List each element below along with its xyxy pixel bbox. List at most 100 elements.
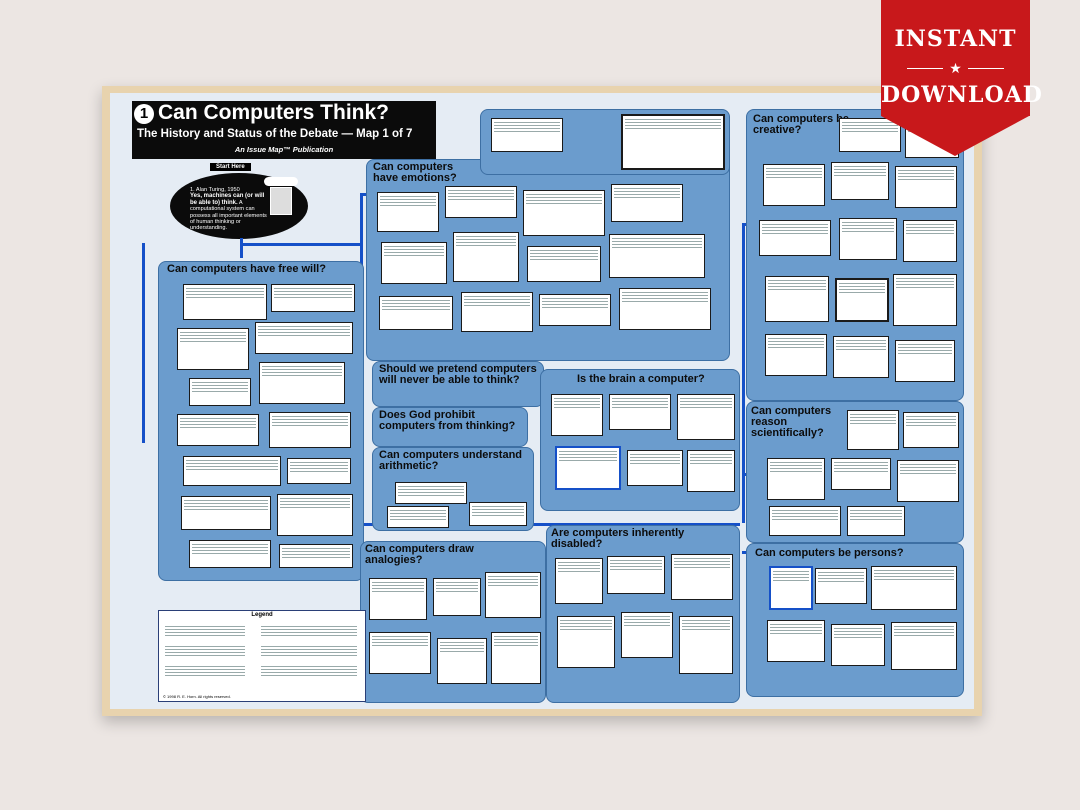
question-god: Does God prohibit computers from thinkin… <box>379 410 529 432</box>
question-persons: Can computers be persons? <box>755 548 904 559</box>
argument-box <box>831 458 891 490</box>
argument-box <box>259 362 345 404</box>
argument-box <box>767 458 825 500</box>
legend-item <box>259 643 359 657</box>
claim-bold: Yes, machines can (or will be able to) t… <box>190 193 264 205</box>
argument-box <box>903 220 957 262</box>
argument-box <box>177 328 249 370</box>
poster-frame: 1 Can Computers Think? The History and S… <box>102 86 982 716</box>
argument-box <box>539 294 611 326</box>
argument-box <box>287 458 351 484</box>
badge-divider <box>968 68 1004 69</box>
argument-box <box>759 220 831 256</box>
badge-ribbon-tail <box>881 116 1029 156</box>
legend-item <box>259 623 359 637</box>
question-disabled: Are computers inherently disabled? <box>551 528 691 550</box>
argument-box <box>611 184 683 222</box>
panel-top-table <box>480 109 730 175</box>
question-brain: Is the brain a computer? <box>577 374 705 385</box>
argument-box <box>277 494 353 536</box>
argument-box <box>279 544 353 568</box>
argument-box <box>839 218 897 260</box>
argument-box <box>369 578 427 620</box>
argument-box <box>687 450 735 492</box>
copyright: © 1998 R. E. Horn. All rights reserved. <box>163 694 231 699</box>
star-icon: ★ <box>881 60 1030 77</box>
poster-header: 1 Can Computers Think? The History and S… <box>132 101 436 159</box>
argument-box <box>183 456 281 486</box>
argument-box <box>895 166 957 208</box>
argument-box <box>381 242 447 284</box>
badge-line2: DOWNLOAD <box>881 82 1030 108</box>
argument-box <box>903 412 959 448</box>
argument-box <box>847 410 899 450</box>
argument-box <box>491 632 541 684</box>
argument-box <box>395 482 467 504</box>
panel-arithmetic: Can computers understand arithmetic? <box>372 447 534 531</box>
argument-box <box>765 276 829 322</box>
question-pretend: Should we pretend computers will never b… <box>379 364 539 386</box>
argument-box <box>177 414 259 446</box>
legend-title: Legend <box>159 612 365 618</box>
panel-free-will: Can computers have free will? <box>158 261 364 581</box>
argument-box <box>183 284 267 320</box>
argument-box <box>523 190 605 236</box>
arrow-start-down <box>240 238 243 258</box>
argument-box <box>833 336 889 378</box>
argument-box <box>485 572 541 618</box>
argument-box <box>269 412 351 448</box>
argument-box <box>897 460 959 502</box>
argument-box <box>627 450 683 486</box>
data-table <box>621 114 725 170</box>
argument-box <box>765 334 827 376</box>
argument-box <box>619 288 711 330</box>
poster-subtitle: The History and Status of the Debate — M… <box>137 128 412 140</box>
argument-box <box>433 578 481 616</box>
panel-god: Does God prohibit computers from thinkin… <box>372 407 528 447</box>
argument-box <box>255 322 353 354</box>
argument-box <box>895 340 955 382</box>
argument-box <box>189 378 251 406</box>
legend-item <box>163 623 247 637</box>
panel-disabled: Are computers inherently disabled? <box>546 525 740 703</box>
argument-box <box>767 620 825 662</box>
argument-box <box>555 558 603 604</box>
argument-box <box>461 292 533 332</box>
argument-box <box>891 622 957 670</box>
argument-box <box>609 394 671 430</box>
argument-box <box>831 162 889 200</box>
argument-box <box>835 278 889 322</box>
argument-box <box>437 638 487 684</box>
question-free-will: Can computers have free will? <box>167 264 326 275</box>
argument-box <box>769 566 813 610</box>
legend: Legend © 1998 R. E. Horn. All rights res… <box>158 610 366 702</box>
arrow-top-span <box>240 243 360 246</box>
argument-box <box>609 234 705 278</box>
instant-download-badge: INSTANT ★ DOWNLOAD <box>881 0 1030 160</box>
argument-box <box>189 540 271 568</box>
poster-publication: An Issue Map™ Publication <box>132 145 436 154</box>
badge-line1: INSTANT <box>881 26 1030 52</box>
argument-box <box>847 506 905 536</box>
argument-box <box>763 164 825 206</box>
claim-author: Alan Turing, 1950 <box>196 187 240 193</box>
panel-emotions: Can computers have emotions? <box>366 159 730 361</box>
panel-persons: Can computers be persons? <box>746 543 964 697</box>
claim-text-block: 1. Alan Turing, 1950 Yes, machines can (… <box>190 187 268 232</box>
start-label: Start Here <box>210 163 251 171</box>
argument-box <box>607 556 665 594</box>
panel-analogies: Can computers draw analogies? <box>360 541 546 703</box>
argument-box <box>555 446 621 490</box>
question-creative: Can computers be creative? <box>753 114 853 136</box>
argument-box <box>491 118 563 152</box>
argument-box <box>377 192 439 232</box>
speech-bubble-icon <box>264 177 298 186</box>
argument-box <box>831 624 885 666</box>
argument-box <box>379 296 453 330</box>
question-reason: Can computers reason scientifically? <box>751 406 851 439</box>
arrow-right-vertical <box>742 223 745 523</box>
argument-box <box>671 554 733 600</box>
argument-box <box>527 246 601 282</box>
argument-box <box>445 186 517 218</box>
argument-box <box>769 506 841 536</box>
